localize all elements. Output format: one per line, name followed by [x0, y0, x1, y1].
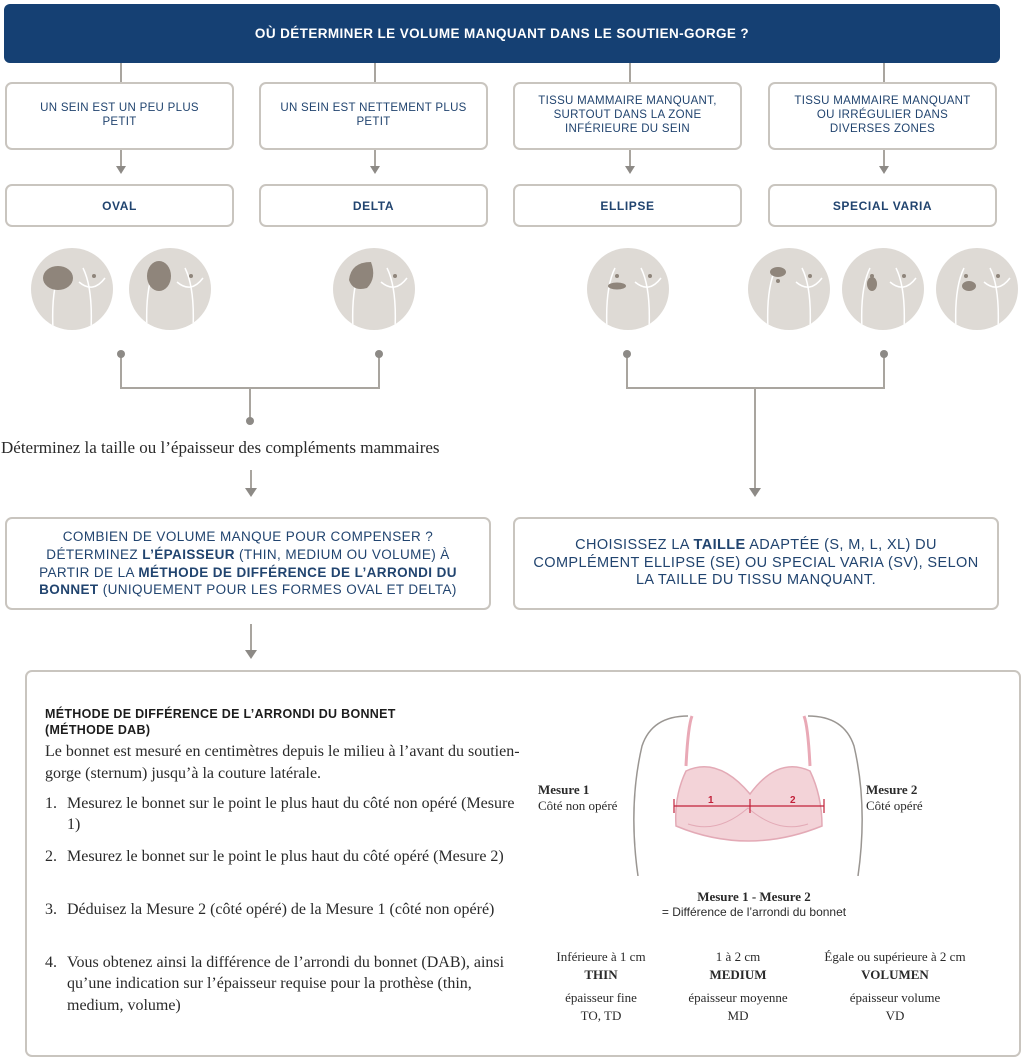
thickness-line-2c: (THIN, MEDIUM OU VOLUME) À: [234, 546, 450, 562]
determine-size-text: Déterminez la taille ou l’épaisseur des …: [1, 438, 440, 457]
medium-column: 1 à 2 cm MEDIUM épaisseur moyenne MD: [668, 948, 808, 1024]
delta-illustration: [333, 248, 415, 330]
special-varia-illustration-2: [842, 248, 924, 330]
medium-desc: épaisseur moyenne: [688, 990, 788, 1006]
special-varia-illustration-1: [748, 248, 830, 330]
step-number: 2.: [45, 848, 57, 865]
thin-name: THIN: [584, 966, 618, 982]
size-line-2: COMPLÉMENT ELLIPSE (SE) OU SPECIAL VARIA…: [533, 554, 979, 571]
page-title: OÙ DÉTERMINER LE VOLUME MANQUANT DANS LE…: [4, 4, 1000, 63]
medium-codes: MD: [727, 1007, 749, 1023]
ellipse-illustration: [587, 248, 669, 330]
thickness-line-4b: (UNIQUEMENT POUR LES FORMES OVAL ET DELT…: [98, 582, 457, 598]
thickness-line-4a: BONNET: [39, 582, 99, 598]
bra-measurement-illustration: 1 2: [633, 715, 863, 876]
thickness-line-3a: PARTIR DE LA: [39, 564, 139, 580]
dab-step-4: 4. Vous obtenez ainsi la différence de l’…: [45, 952, 525, 1016]
dab-method-panel: [25, 670, 1021, 1057]
volumen-name: VOLUMEN: [861, 966, 929, 982]
thickness-box: COMBIEN DE VOLUME MANQUE POUR COMPENSER …: [5, 517, 491, 610]
dab-title: MÉTHODE DE DIFFÉRENCE DE L’ARRONDI DU BO…: [45, 707, 396, 738]
shape-box-ellipse: ELLIPSE: [513, 184, 742, 227]
volumen-codes: VD: [885, 1007, 905, 1023]
measure-1-label: Mesure 1: [538, 782, 590, 797]
thickness-line-3b: MÉTHODE DE DIFFÉRENCE DE L’ARRONDI DU: [138, 564, 457, 580]
measure-2-label-group: Mesure 2 Côté opéré: [866, 782, 923, 814]
step-number: 1.: [45, 795, 57, 812]
step-text: Mesurez le bonnet sur le point le plus h…: [67, 848, 504, 865]
thin-range: Inférieure à 1 cm: [556, 949, 646, 964]
measure-1-label-group: Mesure 1 Côté non opéré: [538, 782, 617, 814]
oval-illustration-1: [31, 248, 113, 330]
size-line-3: LA TAILLE DU TISSU MANQUANT.: [635, 572, 877, 589]
dab-step-1: 1. Mesurez le bonnet sur le point le plus…: [45, 793, 525, 836]
size-line-1a: CHOISISSEZ LA: [575, 537, 694, 554]
difference-sub: = Différence de l’arrondi du bonnet: [661, 905, 847, 919]
dab-step-2: 2. Mesurez le bonnet sur le point le plus…: [45, 846, 525, 867]
volumen-desc: épaisseur volume: [849, 990, 941, 1006]
size-box: CHOISISSEZ LA TAILLE ADAPTÉE (S, M, L, X…: [513, 517, 999, 610]
step-number: 4.: [45, 954, 57, 971]
medium-name: MEDIUM: [709, 966, 767, 982]
condition-box-special-varia: TISSU MAMMAIRE MANQUANT OU IRRÉGULIER DA…: [768, 82, 997, 150]
thickness-line-1: COMBIEN DE VOLUME MANQUE POUR COMPENSER …: [62, 529, 434, 545]
measure-1-sub: Côté non opéré: [538, 798, 618, 813]
special-varia-illustration-3: [936, 248, 1018, 330]
oval-illustration-2: [129, 248, 211, 330]
volumen-column: Égale ou supérieure à 2 cm VOLUMEN épais…: [805, 948, 985, 1024]
bra-mark-1: 1: [708, 795, 714, 806]
difference-label: Mesure 1 - Mesure 2: [697, 889, 811, 904]
difference-label-group: Mesure 1 - Mesure 2 = Différence de l’ar…: [604, 889, 904, 919]
dab-intro: Le bonnet est mesuré en centimètres depu…: [45, 743, 520, 783]
shape-box-oval: OVAL: [5, 184, 234, 227]
condition-box-ellipse: TISSU MAMMAIRE MANQUANT, SURTOUT DANS LA…: [513, 82, 742, 150]
thin-codes: TO, TD: [580, 1007, 622, 1023]
step-number: 3.: [45, 901, 57, 918]
shape-box-delta: DELTA: [259, 184, 488, 227]
size-line-1b: TAILLE: [693, 537, 746, 554]
thickness-line-2b: L’ÉPAISSEUR: [142, 546, 235, 562]
condition-box-delta: UN SEIN EST NETTEMENT PLUS PETIT: [259, 82, 488, 150]
thin-column: Inférieure à 1 cm THIN épaisseur fine TO…: [531, 948, 671, 1024]
shape-box-special-varia: SPECIAL VARIA: [768, 184, 997, 227]
dab-step-3: 3. Déduisez la Mesure 2 (côté opéré) de l…: [45, 899, 525, 920]
step-text: Déduisez la Mesure 2 (côté opéré) de la …: [67, 901, 495, 918]
measure-2-label: Mesure 2: [866, 782, 918, 797]
thickness-line-2a: DÉTERMINEZ: [46, 546, 143, 562]
condition-box-oval: UN SEIN EST UN PEU PLUS PETIT: [5, 82, 234, 150]
volumen-range: Égale ou supérieure à 2 cm: [824, 949, 966, 964]
size-line-1c: ADAPTÉE (S, M, L, XL) DU: [745, 537, 937, 554]
step-text: Vous obtenez ainsi la différence de l’ar…: [67, 954, 505, 1014]
bra-mark-2: 2: [790, 795, 796, 806]
thin-desc: épaisseur fine: [565, 990, 637, 1006]
measure-2-sub: Côté opéré: [866, 798, 923, 813]
medium-range: 1 à 2 cm: [715, 949, 761, 964]
step-text: Mesurez le bonnet sur le point le plus h…: [67, 795, 515, 834]
